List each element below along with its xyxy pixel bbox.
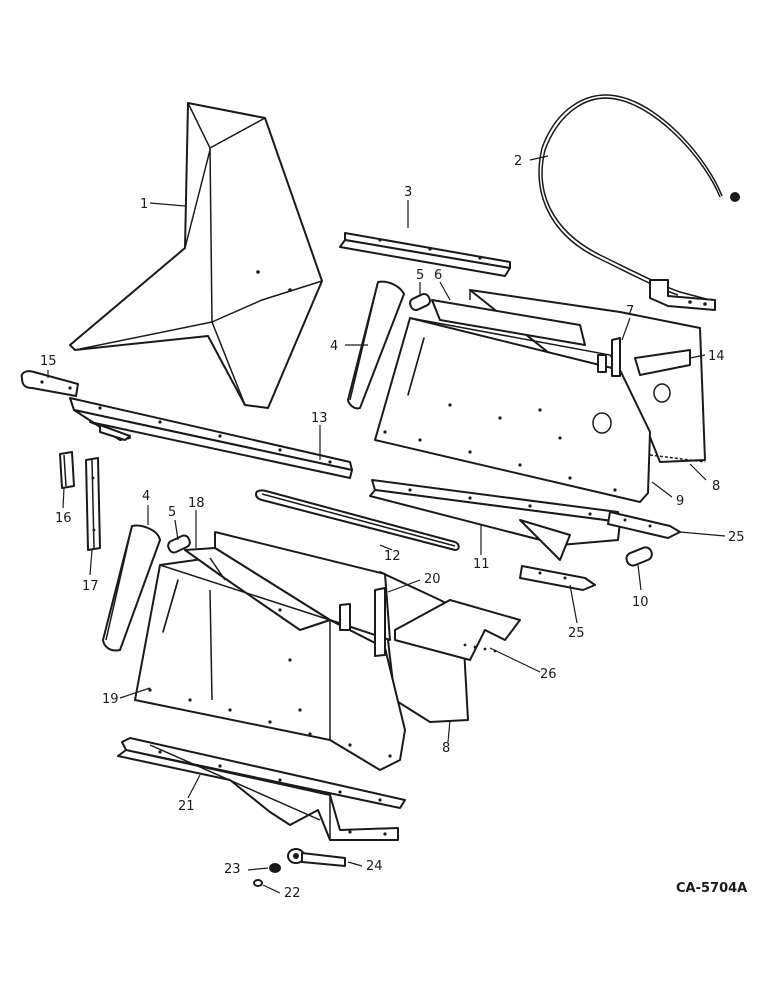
part-22-washer [253, 879, 263, 887]
callout-19: 19 [102, 692, 119, 707]
part-1-funnel [69, 102, 323, 409]
part-5-upper-spacer [409, 292, 431, 312]
callout-17: 17 [82, 579, 99, 594]
callout-8: 8 [712, 479, 720, 494]
callout-5-lower: 5 [168, 505, 176, 520]
callout-14: 14 [708, 349, 725, 364]
callout-5: 5 [416, 268, 424, 283]
part-21-frame [117, 737, 406, 841]
callout-labels: 1 2 3 4 5 6 7 8 9 10 11 12 13 14 15 16 1… [40, 154, 745, 901]
callout-4-lower: 4 [142, 489, 150, 504]
callout-26: 26 [540, 667, 557, 682]
leader-lines [47, 155, 726, 894]
part-12-flat-bar [255, 489, 460, 551]
callout-4: 4 [330, 339, 338, 354]
part-24-eyebolt [287, 848, 346, 867]
part-13-long-rail [69, 397, 353, 479]
callout-25: 25 [728, 530, 745, 545]
callout-15: 15 [40, 354, 57, 369]
callout-16: 16 [55, 511, 72, 526]
part-4-lower-strip [102, 524, 161, 652]
part-16-plate [59, 451, 75, 489]
callout-20: 20 [424, 572, 441, 587]
callout-2: 2 [514, 154, 522, 169]
callout-3: 3 [404, 185, 412, 200]
part-17-channel [85, 457, 101, 551]
callout-1: 1 [140, 197, 148, 212]
part-23-nut [269, 863, 281, 873]
part-3-angle-bar [339, 232, 511, 277]
callout-8-lower: 8 [442, 741, 450, 756]
upper-panel-assembly [374, 289, 706, 503]
part-4-upper-strip [347, 280, 405, 410]
part-25-upper-strap [607, 511, 681, 539]
callout-25-lower: 25 [568, 626, 585, 641]
callout-22: 22 [284, 886, 301, 901]
part-10-pin [625, 546, 653, 567]
callout-10: 10 [632, 595, 649, 610]
callout-21: 21 [178, 799, 195, 814]
callout-6: 6 [434, 268, 442, 283]
callout-9: 9 [676, 494, 684, 509]
part-5-lower-spacer [167, 534, 191, 554]
callout-23: 23 [224, 862, 241, 877]
part-2-rod [538, 94, 740, 311]
part-25-lower-strap [519, 565, 596, 591]
callout-12: 12 [384, 549, 401, 564]
drawing-code: CA-5704A [676, 881, 747, 896]
callout-7: 7 [626, 304, 634, 319]
part-15-bracket [20, 370, 79, 397]
part-11-channel [369, 479, 621, 561]
callout-24: 24 [366, 859, 383, 874]
callout-13: 13 [311, 411, 328, 426]
lower-panel-assembly [134, 531, 521, 771]
callout-11: 11 [473, 557, 490, 572]
callout-18: 18 [188, 496, 205, 511]
